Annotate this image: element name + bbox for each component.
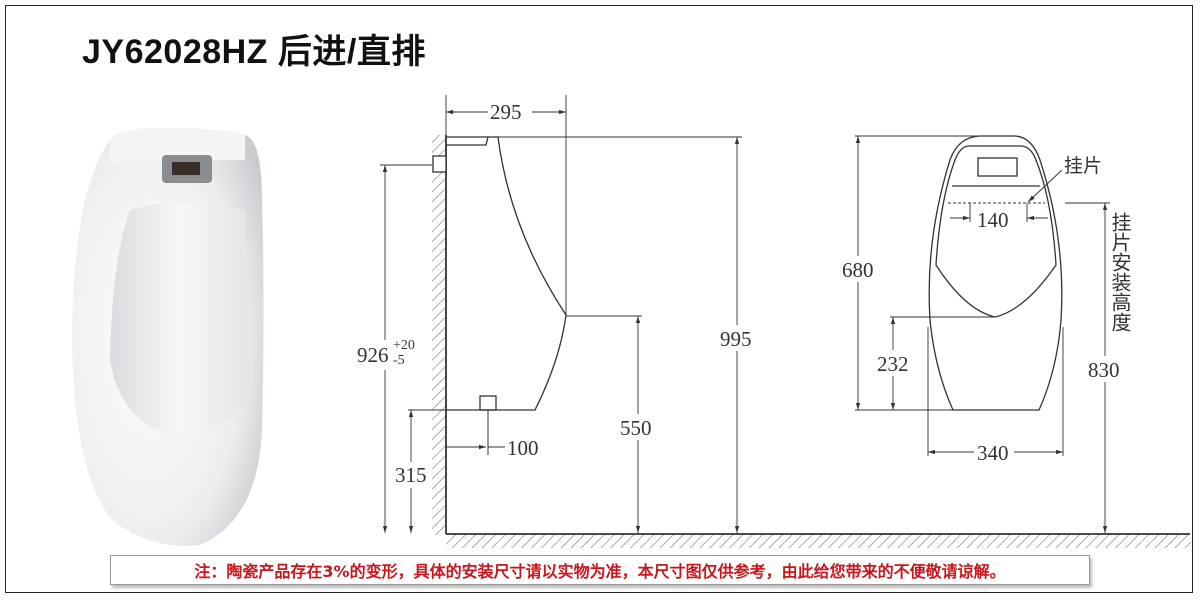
hanger-install-label: 挂片安装高度 [1108,212,1132,332]
dim-hanger-install-height: 830 [1088,358,1120,382]
dim-hanger-width: 140 [977,208,1009,232]
dim-inlet-height: 926 [357,343,389,367]
dim-drain-offset: 100 [507,436,539,460]
dim-lip-height: 550 [620,416,652,440]
disclaimer-text: 注：陶瓷产品存在3%的变形，具体的安装尺寸请以实物为准，本尺寸图仅供参考，由此给… [194,562,1006,581]
dim-tolerance-upper: +20 [393,338,415,353]
dim-body-height: 680 [842,258,874,282]
frame [5,5,1193,593]
disclaimer-note: 注：陶瓷产品存在3%的变形，具体的安装尺寸请以实物为准，本尺寸图仅供参考，由此给… [110,555,1090,585]
dim-total-height: 995 [720,327,752,351]
page-title: JY62028HZ 后进/直排 [82,33,426,71]
front-view [855,135,1110,533]
dim-width: 340 [977,441,1009,465]
hanger-label: 挂片 [1064,155,1102,177]
dim-drain-height: 315 [395,463,427,487]
side-view [380,95,1191,548]
dim-bowl-to-bottom: 232 [877,352,909,376]
dim-tolerance-lower: -5 [393,353,405,368]
dim-depth: 295 [490,100,522,124]
product-photo [72,128,264,546]
